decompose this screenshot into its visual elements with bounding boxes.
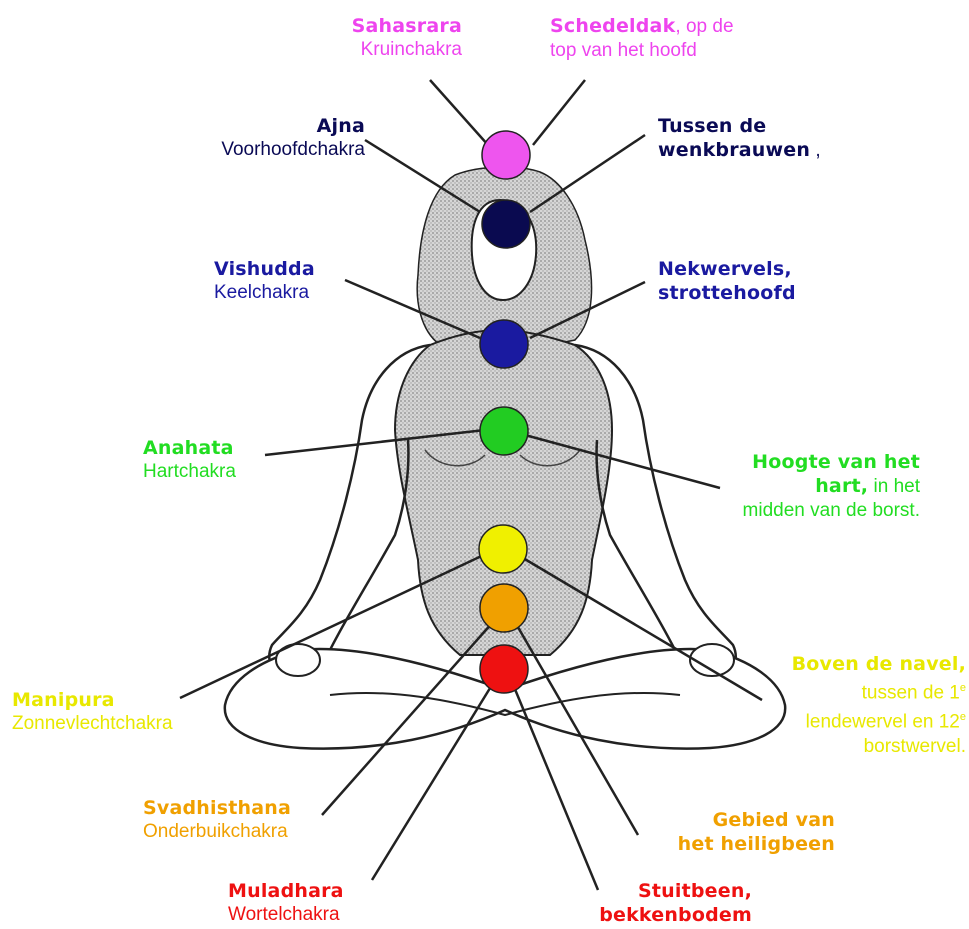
ajna-loc-line1: Tussen de (658, 114, 821, 138)
line-ajna-right (530, 135, 645, 212)
manipura-loc-line3: lendewervel en 12 (806, 712, 960, 733)
chakra-muladhara (480, 645, 528, 693)
svadhisthana-loc-line1: Gebied van (620, 808, 835, 832)
line-sahasrara-right (533, 80, 585, 145)
sahasrara-loc-rest: , op de (675, 16, 733, 37)
anahata-loc-line2-rest: in het (868, 476, 920, 497)
muladhara-loc-line2: bekkenbodem (540, 903, 752, 927)
label-vishudda: Vishudda Keelchakra (214, 257, 315, 305)
svadhisthana-name: Svadhisthana (143, 796, 291, 820)
chakra-sahasrara (482, 131, 530, 179)
label-anahata: Anahata Hartchakra (143, 436, 236, 484)
chakra-ajna (482, 200, 530, 248)
sahasrara-loc-bold: Schedeldak (550, 15, 675, 37)
muladhara-loc-line1: Stuitbeen, (540, 879, 752, 903)
label-manipura: Manipura Zonnevlechtchakra (12, 688, 173, 736)
sahasrara-loc-line2: top van het hoofd (550, 39, 734, 63)
label-ajna: Ajna Voorhoofdchakra (160, 114, 365, 162)
label-muladhara-location: Stuitbeen, bekkenbodem (540, 879, 752, 927)
ajna-sub: Voorhoofdchakra (160, 138, 365, 162)
manipura-loc-line4: borstwervel. (740, 735, 966, 759)
manipura-loc-line2: tussen de 1 (862, 682, 960, 703)
vishudda-loc-line2: strottehoofd (658, 281, 796, 305)
label-muladhara: Muladhara Wortelchakra (228, 879, 344, 927)
label-anahata-location: Hoogte van het hart, in het midden van d… (690, 450, 920, 523)
manipura-name: Manipura (12, 688, 173, 712)
sahasrara-name: Sahasrara (300, 14, 462, 38)
svadhisthana-sub: Onderbuikchakra (143, 820, 291, 844)
label-ajna-location: Tussen de wenkbrauwen , (658, 114, 821, 163)
label-svadhisthana: Svadhisthana Onderbuikchakra (143, 796, 291, 844)
label-sahasrara: Sahasrara Kruinchakra (300, 14, 462, 62)
line-sahasrara-left (430, 80, 488, 145)
vishudda-name: Vishudda (214, 257, 315, 281)
ajna-name: Ajna (160, 114, 365, 138)
manipura-loc-line2-sup: e (960, 682, 966, 694)
svadhisthana-loc-line2: het heiligbeen (620, 832, 835, 856)
vishudda-loc-line1: Nekwervels, (658, 257, 796, 281)
label-svadhisthana-location: Gebied van het heiligbeen (620, 808, 835, 856)
chakra-manipura (479, 525, 527, 573)
muladhara-sub: Wortelchakra (228, 903, 344, 927)
chakra-anahata (480, 407, 528, 455)
sahasrara-sub: Kruinchakra (300, 38, 462, 62)
anahata-loc-line2-bold: hart, (815, 475, 868, 497)
manipura-loc-line3-sup: e (960, 711, 966, 723)
anahata-loc-line3: midden van de borst. (690, 499, 920, 523)
ajna-loc-line2: wenkbrauwen (658, 139, 810, 161)
chakra-svadhisthana (480, 584, 528, 632)
anahata-name: Anahata (143, 436, 236, 460)
chakra-vishudda (480, 320, 528, 368)
vishudda-sub: Keelchakra (214, 281, 315, 305)
ajna-loc-line2-rest: , (810, 140, 821, 161)
anahata-sub: Hartchakra (143, 460, 236, 484)
manipura-sub: Zonnevlechtchakra (12, 712, 173, 736)
label-sahasrara-location: Schedeldak, op de top van het hoofd (550, 14, 734, 63)
anahata-loc-line1: Hoogte van het (690, 450, 920, 474)
label-vishudda-location: Nekwervels, strottehoofd (658, 257, 796, 305)
label-manipura-location: Boven de navel, tussen de 1e lendewervel… (740, 652, 966, 759)
manipura-loc-line1: Boven de navel, (740, 652, 966, 676)
muladhara-name: Muladhara (228, 879, 344, 903)
